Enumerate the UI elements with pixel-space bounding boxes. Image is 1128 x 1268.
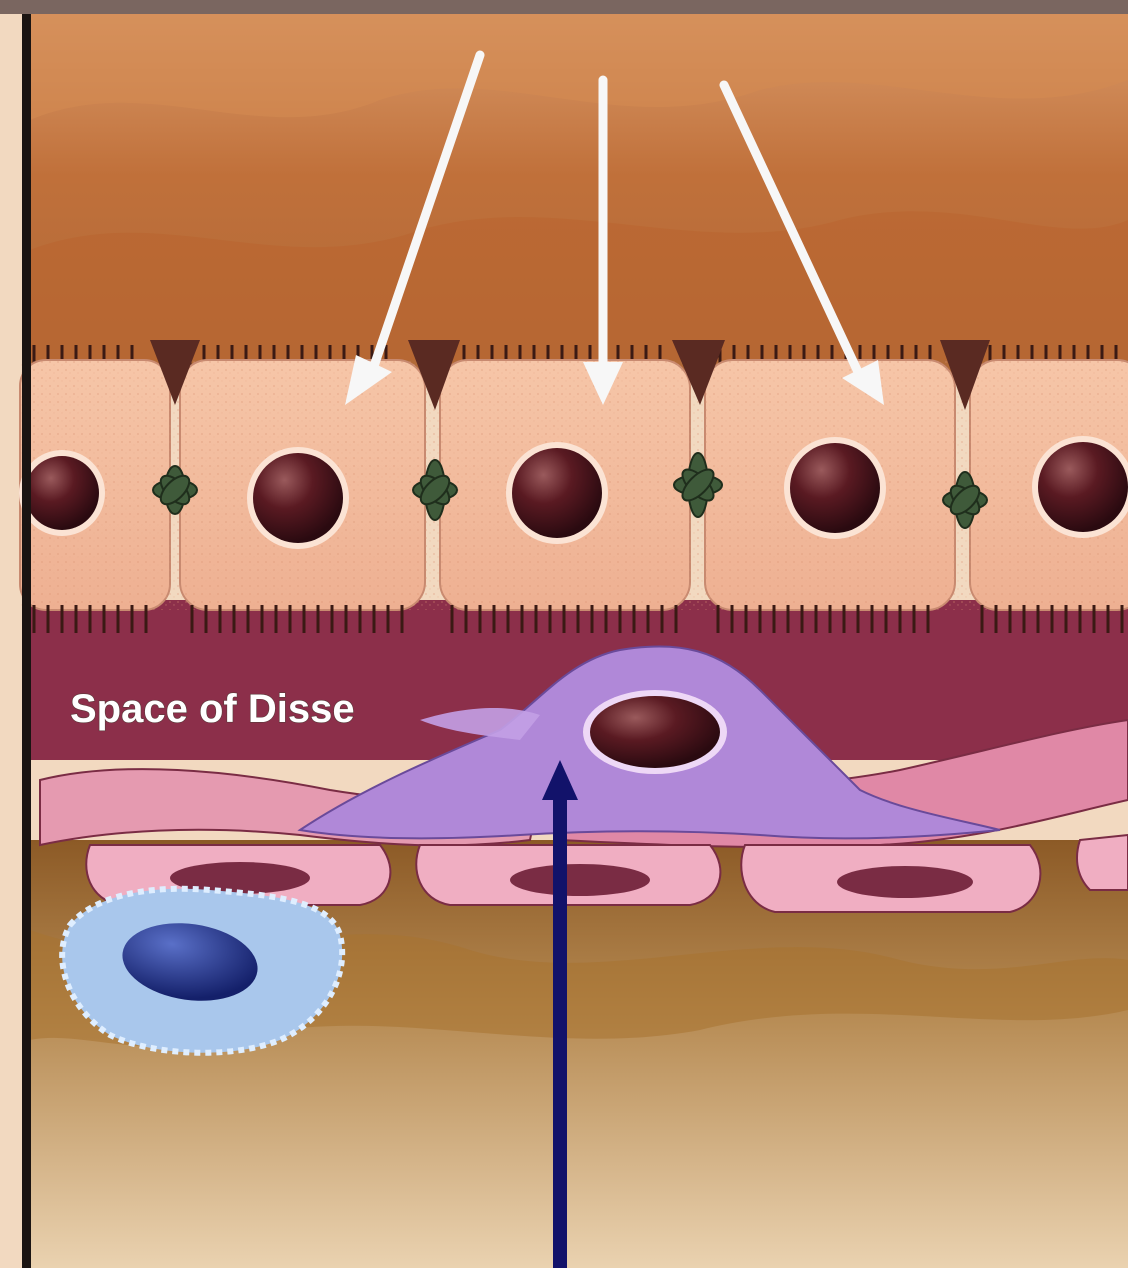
top-border [0,0,1128,14]
endothelial-nucleus-2 [510,864,650,896]
hepatocyte-nucleus-3 [512,448,602,538]
hepatocyte-nucleus-2 [253,453,343,543]
endothelial-nucleus-3 [837,866,973,898]
hepatocyte-nucleus-4 [790,443,880,533]
hepatocyte-nucleus-1 [25,456,99,530]
hepatocyte-nucleus-5 [1038,442,1128,532]
stellate-nucleus [590,696,720,768]
space-of-disse-label: Space of Disse [70,687,355,731]
endothelial-cell-4 [1077,835,1128,890]
left-frame-line [22,14,31,1268]
